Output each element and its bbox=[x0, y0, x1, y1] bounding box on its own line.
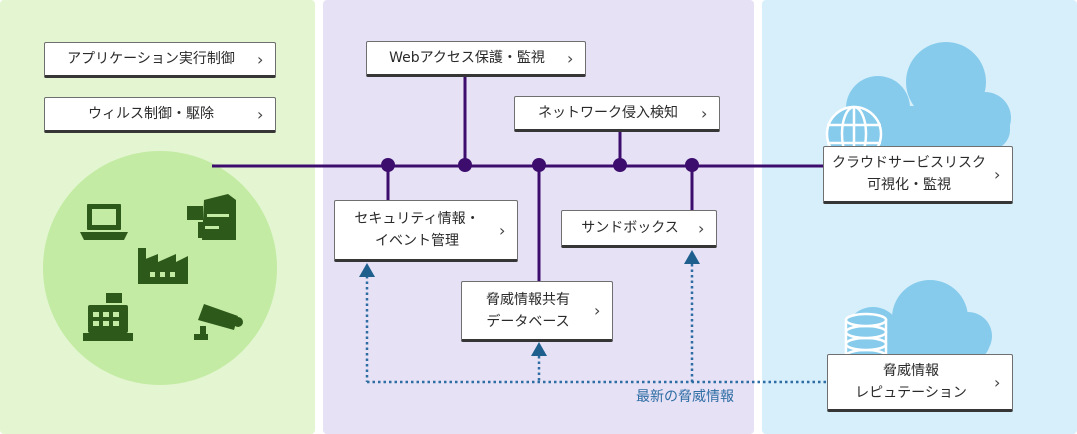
chevron-right-icon: › bbox=[567, 48, 574, 68]
threat-db-label-line-2: データベース bbox=[486, 313, 570, 330]
arrowhead-siem bbox=[359, 263, 375, 277]
virus-control-button[interactable]: ウィルス制御・駆除 › bbox=[44, 97, 276, 133]
reputation-label-line-2: レピュテーション bbox=[855, 385, 967, 401]
reputation-button[interactable]: 脅威情報 レピュテーション › bbox=[827, 354, 1013, 412]
chevron-right-icon: › bbox=[701, 103, 708, 123]
threat-feed-lines bbox=[365, 264, 828, 384]
chevron-right-icon: › bbox=[994, 164, 1001, 184]
chevron-right-icon: › bbox=[257, 49, 264, 69]
network-bus bbox=[212, 77, 826, 282]
network-intrusion-detection-label: ネットワーク侵入検知 bbox=[538, 105, 678, 121]
siem-label-line-2: イベント管理 bbox=[375, 233, 459, 249]
app-control-button[interactable]: アプリケーション実行制御 › bbox=[44, 42, 276, 78]
siem-label-line-1: セキュリティ情報・ bbox=[354, 211, 480, 227]
threat-db-label-line-1: 脅威情報共有 bbox=[486, 291, 570, 308]
app-control-label: アプリケーション実行制御 bbox=[67, 51, 235, 67]
chevron-right-icon: › bbox=[994, 372, 1001, 392]
sandbox-label: サンドボックス bbox=[581, 220, 679, 236]
arrowhead-threat-db bbox=[531, 342, 547, 356]
laptop-icon bbox=[80, 204, 128, 240]
cash-register-icon bbox=[83, 293, 133, 341]
siem-button[interactable]: セキュリティ情報・ イベント管理 › bbox=[334, 200, 518, 262]
chevron-right-icon: › bbox=[594, 301, 601, 320]
chevron-right-icon: › bbox=[257, 104, 264, 124]
web-access-label: Webアクセス保護・監視 bbox=[389, 50, 545, 66]
printer-icon bbox=[187, 194, 236, 240]
web-access-button[interactable]: Webアクセス保護・監視 › bbox=[366, 41, 586, 77]
security-camera-icon bbox=[194, 304, 243, 340]
virus-control-label: ウィルス制御・駆除 bbox=[88, 106, 214, 122]
cloud-risk-button[interactable]: クラウドサービスリスク 可視化・監視 › bbox=[823, 146, 1013, 204]
network-intrusion-detection-button[interactable]: ネットワーク侵入検知 › bbox=[514, 96, 720, 132]
chevron-right-icon: › bbox=[698, 218, 705, 238]
cloud-risk-label-line-2: 可視化・監視 bbox=[867, 177, 951, 193]
cloud-risk-label-line-1: クラウドサービスリスク bbox=[832, 155, 986, 171]
threat-feed-arrowheads bbox=[359, 250, 700, 356]
arrowhead-sandbox bbox=[684, 250, 700, 264]
latest-threat-info-caption: 最新の脅威情報 bbox=[636, 389, 734, 405]
sandbox-button[interactable]: サンドボックス › bbox=[561, 210, 717, 248]
threat-db-button[interactable]: 脅威情報共有 データベース › bbox=[461, 281, 613, 342]
reputation-label-line-1: 脅威情報 bbox=[883, 363, 939, 379]
chevron-right-icon: › bbox=[499, 220, 506, 240]
factory-icon bbox=[138, 248, 188, 284]
